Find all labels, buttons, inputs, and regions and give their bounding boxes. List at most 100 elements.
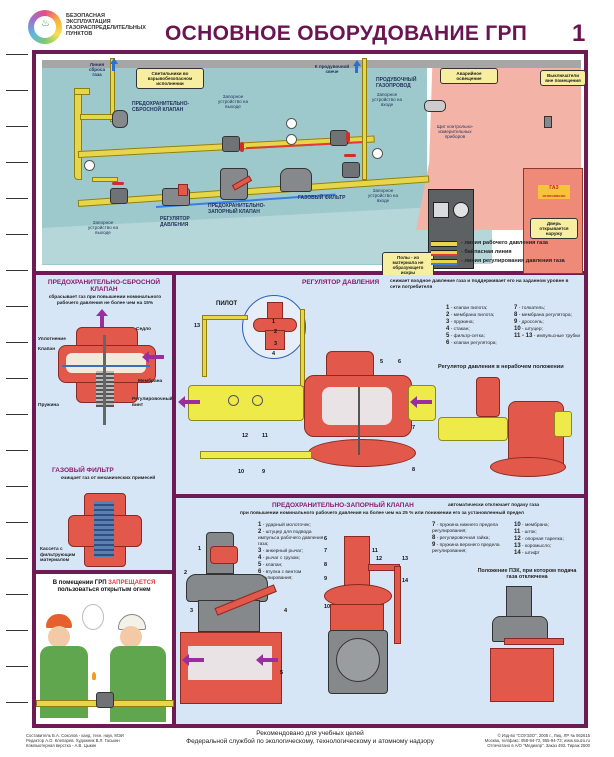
handwheel-icon (112, 182, 124, 185)
arrow-left-icon (256, 654, 278, 666)
organization-name: Безопасная эксплуатация газораспределите… (66, 13, 146, 37)
impulse-tube (202, 315, 248, 320)
arrow-up-icon (96, 309, 108, 327)
pzk-hammer (210, 546, 238, 564)
pzk-parts-list-1: 1 - ударный молоточек; 2 - штуцер для по… (258, 522, 324, 581)
callout-number: 7 (324, 548, 328, 554)
legend-item-bypass: - байпасная линия (431, 249, 581, 258)
callout-number: 6 (398, 359, 402, 365)
regulator-chamber (322, 387, 392, 425)
relief-valve-chamber (66, 353, 146, 373)
label-shutoff-in-top: Запорное устройство на входе (371, 92, 403, 108)
gas-filter-device (280, 168, 312, 192)
label-purge-line: Линия сброса газа (88, 62, 106, 78)
callout-number: 8 (324, 562, 328, 568)
callout-number: 10 (238, 469, 245, 475)
organization-logo-icon: ♨ (28, 10, 62, 44)
part-label: Пружина (38, 403, 59, 408)
arrow-left-icon (410, 396, 432, 408)
gas-filter-title: ГАЗОВЫЙ ФИЛЬТР (52, 467, 114, 474)
relief-membrane (62, 365, 150, 367)
relief-valve-title: ПРЕДОХРАНИТЕЛЬНО-СБРОСНОЙ КЛАПАН (47, 279, 161, 293)
part-label: Уплотнение (38, 337, 66, 342)
pipe-elbow (74, 88, 90, 95)
pilot-spring-cup (265, 330, 285, 350)
sheet-number: 1 (572, 20, 586, 47)
callout-number: 13 (402, 556, 409, 562)
part-label: Мембрана (138, 379, 163, 384)
arrow-up-icon (353, 60, 361, 66)
worker-left-body (40, 646, 88, 718)
callout-number: 11 (262, 433, 268, 439)
label-instrument-panel: Щит контрольно-измерительных приборов (436, 124, 474, 140)
arrow-left-icon (142, 351, 164, 363)
worker-face (48, 626, 70, 648)
publisher-info: © Изд-во "СОУЭЗО", 2005 г., Лиц. ЛР № 06… (484, 733, 590, 748)
label-shutoff-in-bottom: Запорное устройство на входе (367, 188, 399, 204)
idle-regulator-caption: Регулятор давления в нерабочем положении (438, 364, 564, 370)
relief-valve-device (112, 110, 128, 128)
callout-number: 8 (412, 467, 416, 473)
idle-inlet-pipe (554, 411, 572, 437)
gauge-branch-pipe (92, 177, 118, 182)
pzk-spring-housing (344, 536, 370, 590)
flame-icon (92, 672, 96, 680)
regulator-membrane-housing (308, 439, 416, 467)
relief-valve-section: ПРЕДОХРАНИТЕЛЬНО-СБРОСНОЙ КЛАПАН сбрасыв… (36, 275, 173, 570)
pressure-gauge-icon (286, 134, 297, 145)
pzk-parts-list-2: 7 - пружина нижнего предела регулировани… (432, 522, 500, 554)
callout-number: 2 (184, 570, 188, 576)
callout-number: 10 (324, 604, 331, 610)
warning-panel: В помещении ГРП ЗАПРЕЩАЕТСЯ пользоваться… (36, 574, 174, 724)
label-shutoff-out-top: Запорное устройство на выходе (217, 94, 249, 110)
fitting-icon (252, 395, 263, 406)
callout-number: 4 (272, 351, 276, 357)
pressure-gauge-icon (372, 148, 383, 159)
callout-number: 14 (402, 578, 409, 584)
closed-pzk-body (490, 648, 554, 702)
callout-number: 12 (376, 556, 383, 562)
regulator-pilot (178, 184, 188, 196)
legend-swatch (431, 259, 457, 265)
pzk-desc-1: автоматически отключает подачу газа (448, 503, 540, 508)
safety-shutoff-valve-section: ПРЕДОХРАНИТЕЛЬНО-ЗАПОРНЫЙ КЛАПАН автомат… (176, 498, 584, 724)
callout-number: 5 (280, 670, 284, 676)
part-label: Кассета с фильтрующим материалом (40, 547, 76, 563)
impulse-tube (300, 309, 305, 387)
bypass-outlet-valve (222, 136, 240, 152)
part-label: Клапан (38, 347, 56, 352)
pressure-gauge-icon (84, 160, 95, 171)
regulator-parts-list-1: 1 - клапан пилота; 2 - мембрана пилота; … (446, 305, 497, 346)
callout-door: Дверь открывается наружу (530, 218, 578, 239)
legend-swatch (431, 250, 457, 256)
label-gas-filter: ГАЗОВЫЙ ФИЛЬТР (298, 195, 346, 201)
pzk-closed-caption: Положение ПЗК, при котором подача газа о… (477, 568, 577, 581)
valve-illustration (96, 692, 114, 708)
label-purge-pipe: ПРОДУВОЧНЫЙ ГАЗОПРОВОД (376, 77, 417, 89)
regulator-title: РЕГУЛЯТОР ДАВЛЕНИЯ (302, 279, 380, 286)
label-relief-valve: ПРЕДОХРАНИТЕЛЬНО-СБРОСНОЙ КЛАПАН (132, 101, 190, 113)
warning-text: В помещении ГРП ЗАПРЕЩАЕТСЯ пользоваться… (52, 580, 156, 593)
callout-number: 5 (380, 359, 384, 365)
pzk-linkage (394, 566, 401, 644)
ceiling (42, 60, 581, 68)
door-warning-sign: ГАЗ огнеопасно (538, 185, 570, 199)
callout-number: 1 (272, 319, 276, 325)
handwheel-icon (344, 154, 356, 157)
legend-item-regulation: - линия регулирования давления газа (431, 258, 581, 267)
callout-lamps: Светильники во взрывобезопасном исполнен… (136, 68, 204, 89)
pressure-gauge-icon (286, 118, 297, 129)
credits: Составитель Б.А. Соколов - канд. техн. н… (26, 733, 124, 748)
hard-hat-icon (46, 614, 72, 628)
arrow-up-icon (112, 64, 115, 71)
grp-room-scene: ГАЗ огнеопасно Линия сброса газа Светиль… (36, 54, 586, 278)
callout-number: 13 (194, 323, 201, 329)
choke-fitting (200, 451, 312, 459)
idle-membrane-housing (490, 457, 566, 477)
regulator-desc: снижает входное давление газа и поддержи… (390, 279, 569, 290)
label-to-candle: К продувочной свече (314, 64, 350, 75)
callout-number: 3 (190, 608, 194, 614)
pzk-parts-list-3: 10 - мембрана; 11 - шток; 12 - опорная т… (514, 522, 564, 556)
arrow-left-icon (178, 396, 200, 408)
closed-pzk-lever (504, 638, 564, 645)
